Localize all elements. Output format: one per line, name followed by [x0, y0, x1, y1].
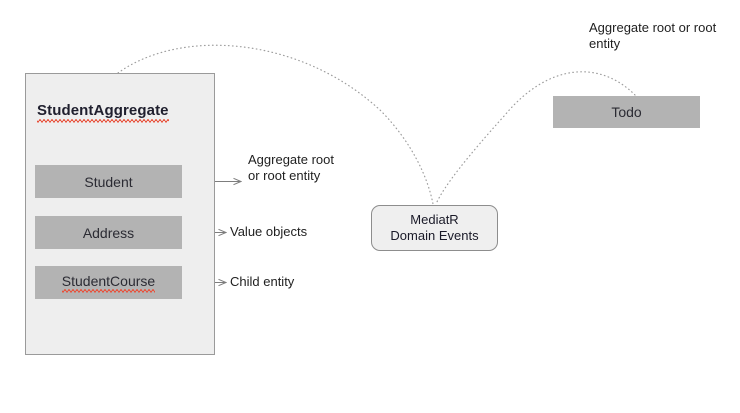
mediatr-line-1: MediatR — [410, 212, 459, 227]
member-label-studentcourse: StudentCourse — [61, 272, 156, 293]
annotation-child-entity: Child entity — [230, 274, 295, 289]
todo-label: Todo — [611, 104, 642, 120]
annotation-aggregate-root: Aggregate root or root entity — [248, 152, 335, 183]
student-aggregate-container — [25, 73, 215, 355]
member-box-student[interactable]: Student — [35, 165, 182, 198]
member-label-student: Student — [84, 173, 133, 190]
member-box-address[interactable]: Address — [35, 216, 182, 249]
annotation-todo-aggregate-root: Aggregate root or root entity — [589, 20, 717, 51]
member-label-address: Address — [82, 224, 135, 241]
mediatr-domain-events-node[interactable]: MediatR Domain Events — [371, 205, 498, 251]
mediatr-line-2: Domain Events — [390, 228, 479, 243]
annotation-value-objects: Value objects — [230, 224, 308, 239]
dotted-curve-todo-to-mediatr — [435, 71, 636, 205]
aggregate-title-text: StudentAggregate — [37, 102, 169, 123]
todo-box[interactable]: Todo — [553, 96, 700, 128]
aggregate-title: StudentAggregate — [37, 102, 169, 119]
member-box-studentcourse[interactable]: StudentCourse — [35, 266, 182, 299]
